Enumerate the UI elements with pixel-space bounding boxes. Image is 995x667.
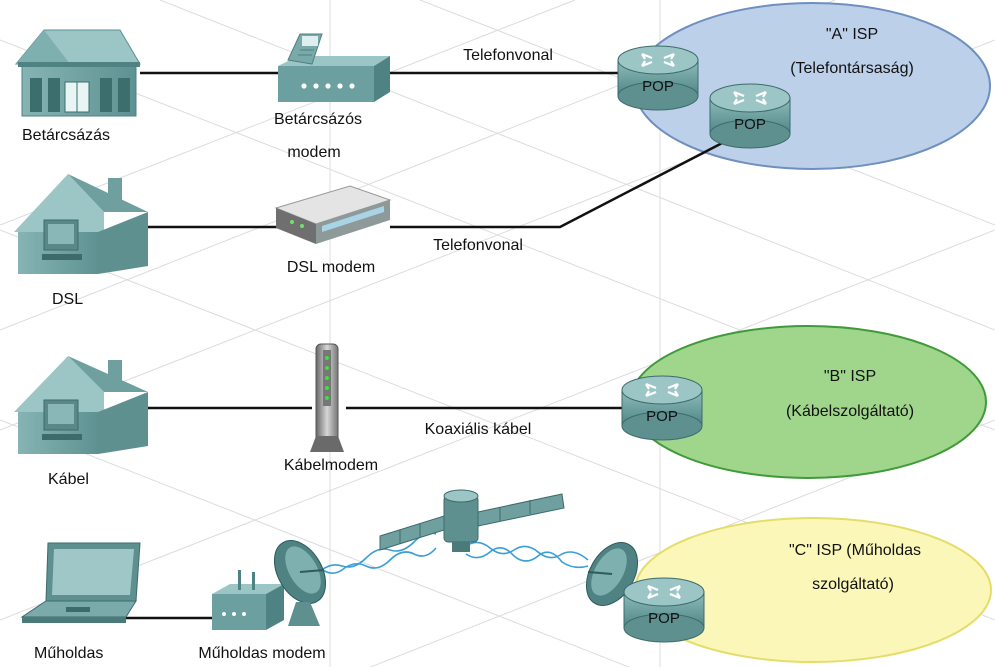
satellite-icon [379,489,565,552]
device-label-dialup: Betárcsázás [22,127,111,144]
device-label-cable: Kábel [48,471,89,488]
router-icon: POP [617,45,699,111]
modem-icon [310,343,344,452]
satellite-signal-icon [317,532,589,574]
modem-icon [274,185,392,244]
satellite-dish-icon [273,540,327,626]
modem-label-dialup-line2: modem [287,144,341,161]
house-icon [14,356,148,454]
dsl-line-modem-pop [390,138,729,229]
pop-label: POP [648,610,680,627]
link-label-dsl: Telefonvonal [433,237,523,254]
modem-label-cable: Kábelmodem [283,457,379,474]
modem-icon [278,33,390,102]
modem-label-satellite: Műholdas modem [198,645,326,662]
pop-label: POP [642,78,674,95]
isp-a-title-line2: (Telefontársaság) [790,60,914,77]
link-label-dialup: Telefonvonal [463,47,553,64]
house-icon [14,174,148,274]
isp-c-title-line2: szolgáltató) [812,576,894,593]
device-label-dsl: DSL [52,291,84,308]
pop-label: POP [734,116,766,133]
modem-icon [212,570,284,630]
device-label-satellite: Műholdas [34,645,104,662]
link-label-cable: Koaxiális kábel [424,421,532,438]
router-icon: POP [623,577,705,643]
router-icon: POP [709,83,791,149]
modem-label-dsl: DSL modem [286,259,376,276]
house-icon [14,29,141,117]
laptop-icon [20,542,141,623]
modem-label-dialup-line1: Betárcsázós [273,111,363,128]
cables [115,71,729,620]
isp-a-title-line1: "A" ISP [825,26,879,43]
isp-c-title-line1: "C" ISP (Műholdas [788,542,922,559]
isp-b-title-line1: "B" ISP [823,368,877,385]
router-icon: POP [621,375,703,441]
pop-label: POP [646,408,678,425]
isp-b-title-line2: (Kábelszolgáltató) [785,403,915,420]
